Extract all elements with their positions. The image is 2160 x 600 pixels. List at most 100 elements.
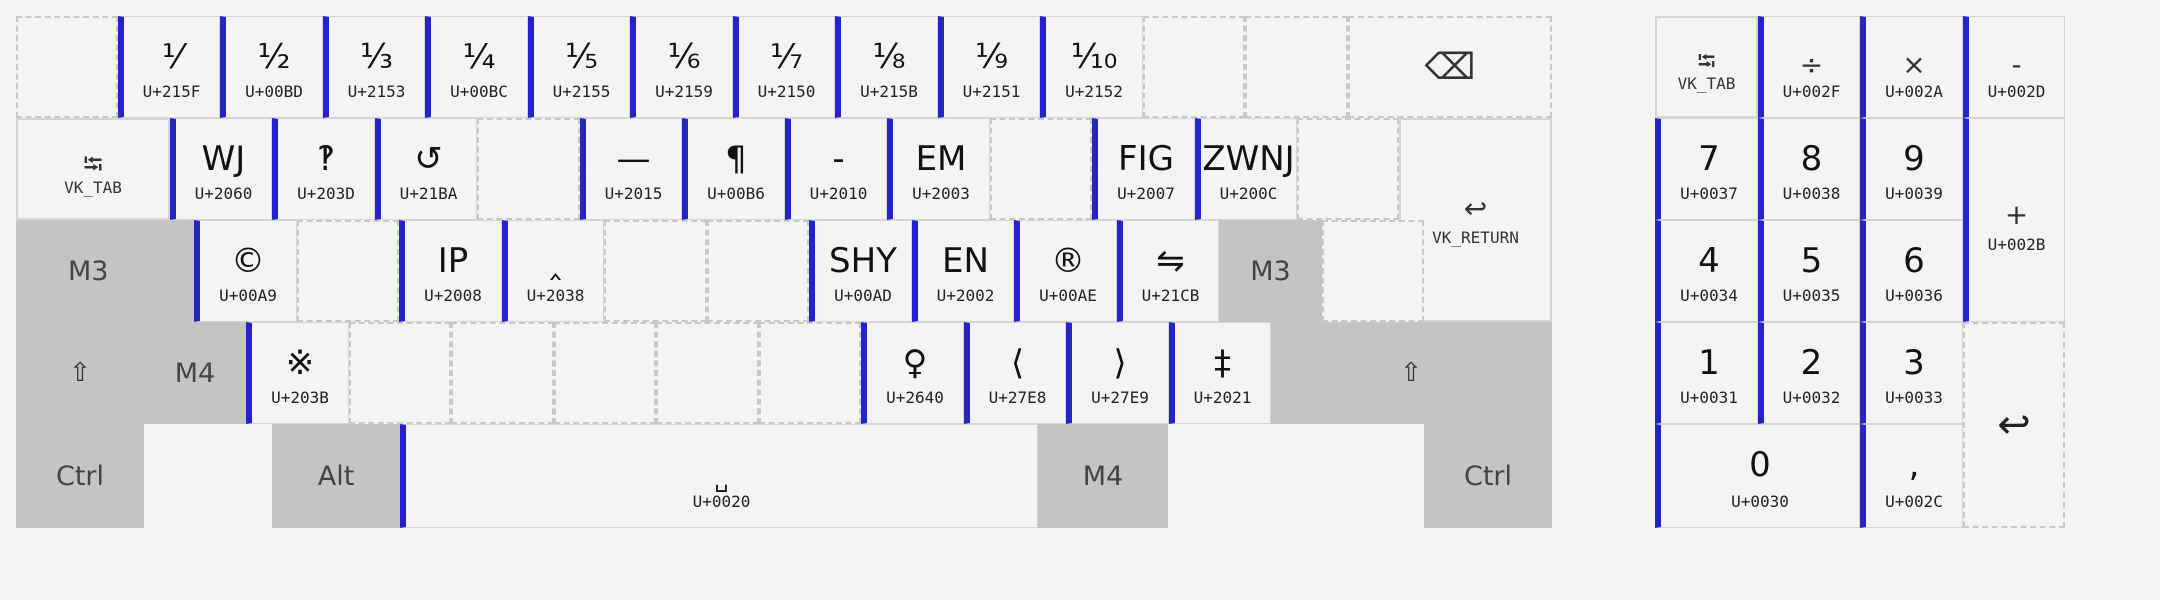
key-caret[interactable]: ‸U+2038 <box>502 220 604 322</box>
key-backspace[interactable]: ⌫ <box>1348 16 1552 118</box>
key-alt[interactable]: Alt <box>272 424 400 528</box>
key-one-seventh[interactable]: ⅐ U+2150 <box>733 16 835 118</box>
key-one-fraction[interactable]: ⅟U+215F <box>118 16 220 118</box>
key-empty[interactable] <box>1245 16 1348 118</box>
key-glyph: 8 <box>1800 139 1823 179</box>
key-empty[interactable] <box>1322 220 1424 322</box>
key-empty[interactable] <box>990 118 1092 220</box>
key-codepoint: U+203B <box>271 388 329 407</box>
key-tab[interactable]: ⭾ VK_TAB <box>16 118 170 220</box>
key-m3-left[interactable]: M3 <box>16 220 194 322</box>
key-hyphen[interactable]: -U+2010 <box>785 118 887 220</box>
numpad-multiply[interactable]: ×U+002A <box>1860 16 1963 118</box>
key-empty[interactable] <box>759 322 861 424</box>
key-glyph: 9 <box>1903 139 1925 179</box>
key-m3-right[interactable]: M3 <box>1219 220 1322 322</box>
key-codepoint: U+2150 <box>757 82 816 101</box>
key-registered[interactable]: ®U+00AE <box>1014 220 1117 322</box>
key-harpoons[interactable]: ⇋U+21CB <box>1117 220 1219 322</box>
key-empty[interactable] <box>1143 16 1245 118</box>
key-codepoint: U+27E8 <box>988 388 1047 407</box>
key-space[interactable]: ␣ U+0020 <box>400 424 1038 528</box>
key-shift-left[interactable]: ⇧ M4 <box>16 322 246 424</box>
key-glyph: ⅑ <box>975 37 1008 77</box>
numpad-plus[interactable]: + U+002B <box>1963 118 2065 322</box>
key-ctrl-left[interactable]: Ctrl <box>16 424 144 528</box>
m4-right-label: M4 <box>1082 460 1124 492</box>
key-interrobang[interactable]: ‽U+203D <box>272 118 375 220</box>
key-empty[interactable] <box>477 118 580 220</box>
key-reference-mark[interactable]: ※U+203B <box>246 322 349 424</box>
key-empty[interactable] <box>707 220 809 322</box>
key-blank[interactable] <box>144 424 272 528</box>
key-glyph: ZWNJ <box>1202 139 1295 179</box>
shift-left-icon: ⇧ <box>69 358 91 388</box>
numpad-divide[interactable]: ÷U+002F <box>1758 16 1860 118</box>
key-double-dagger[interactable]: ‡U+2021 <box>1169 322 1271 424</box>
key-codepoint: U+00BC <box>450 82 508 101</box>
tab-icon: ⭾ <box>1697 47 1716 75</box>
key-ctrl-right[interactable]: Ctrl <box>1424 424 1552 528</box>
key-m4-right[interactable]: M4 <box>1038 424 1168 528</box>
numpad-enter[interactable]: ↩ <box>1963 322 2065 528</box>
key-glyph: ÷ <box>1799 48 1824 81</box>
key-codepoint: U+0037 <box>1680 184 1738 203</box>
key-right-angle-bracket[interactable]: ⟩U+27E9 <box>1066 322 1169 424</box>
key-empty[interactable] <box>349 322 451 424</box>
key-copyright[interactable]: ©U+00A9 <box>194 220 297 322</box>
key-left-angle-bracket[interactable]: ⟨U+27E8 <box>964 322 1066 424</box>
key-empty[interactable] <box>451 322 554 424</box>
key-glyph: ⅐ <box>770 37 803 77</box>
numpad-tab[interactable]: ⭾ VK_TAB <box>1655 16 1758 118</box>
key-empty[interactable] <box>16 16 118 118</box>
key-empty[interactable] <box>656 322 759 424</box>
key-anticlockwise-arrow[interactable]: ↺U+21BA <box>375 118 477 220</box>
key-blank[interactable] <box>1168 424 1424 528</box>
key-shift-right[interactable]: ⇧ <box>1271 322 1552 424</box>
key-empty[interactable] <box>554 322 656 424</box>
key-glyph: ‸ <box>549 241 562 281</box>
numpad-comma[interactable]: ,U+002C <box>1860 424 1963 528</box>
alt-label: Alt <box>317 460 355 492</box>
numpad-minus[interactable]: -U+002D <box>1963 16 2065 118</box>
key-return[interactable]: ↩ VK_RETURN <box>1399 118 1552 322</box>
key-codepoint: U+00A9 <box>219 286 277 305</box>
m3-right-label: M3 <box>1250 255 1291 287</box>
key-empty[interactable] <box>1297 118 1399 220</box>
key-female-sign[interactable]: ♀U+2640 <box>861 322 964 424</box>
key-empty[interactable] <box>604 220 707 322</box>
key-codepoint: U+2021 <box>1193 388 1252 407</box>
key-glyph: ↺ <box>414 139 443 179</box>
key-empty[interactable] <box>297 220 399 322</box>
key-pilcrow[interactable]: ¶U+00B6 <box>682 118 785 220</box>
key-codepoint: U+2155 <box>552 82 611 101</box>
key-codepoint: U+2159 <box>655 82 713 101</box>
key-codepoint: U+0030 <box>1731 492 1789 511</box>
key-horizontal-bar[interactable]: —U+2015 <box>580 118 682 220</box>
